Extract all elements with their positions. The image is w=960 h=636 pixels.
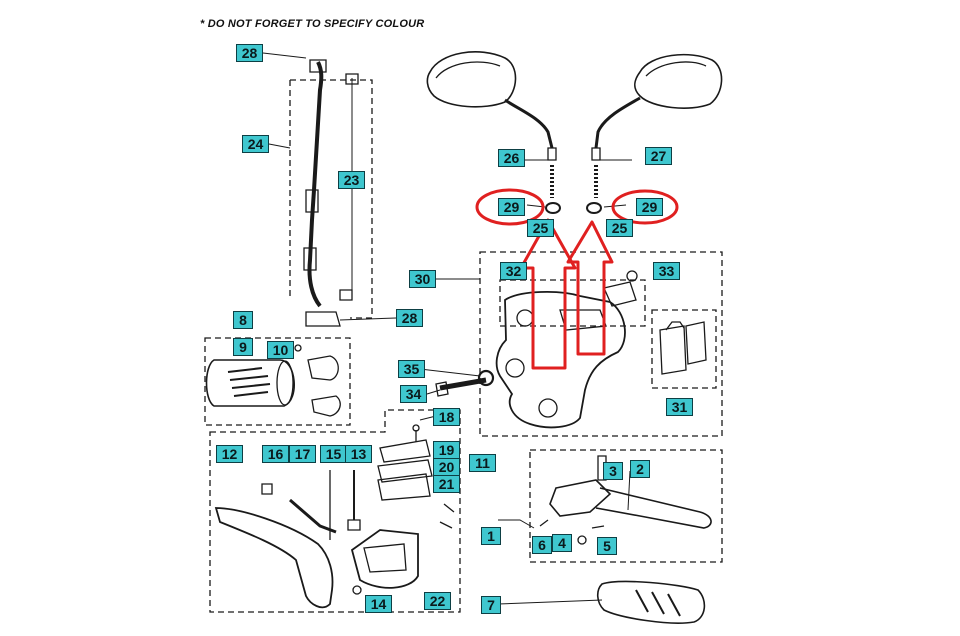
box-grip <box>204 337 351 426</box>
right-mirror <box>591 53 723 198</box>
dashed-boxes <box>204 79 723 613</box>
part-label-30: 30 <box>409 270 436 288</box>
part-label-20: 20 <box>433 458 460 476</box>
brake-lever-front <box>214 470 337 609</box>
part-label-24: 24 <box>242 135 269 153</box>
box-lever-left <box>529 449 723 563</box>
part-label-29: 29 <box>498 198 525 216</box>
part-label-18: 18 <box>433 408 460 426</box>
part-label-15: 15 <box>320 445 347 463</box>
part-label-22: 22 <box>424 592 451 610</box>
part-label-8: 8 <box>233 311 253 329</box>
part-label-27: 27 <box>645 147 672 165</box>
part-label-23: 23 <box>338 171 365 189</box>
brake-hose <box>303 59 359 327</box>
part-label-16: 16 <box>262 445 289 463</box>
part-label-19: 19 <box>433 441 460 459</box>
part-label-1: 1 <box>481 527 501 545</box>
part-label-5: 5 <box>597 537 617 555</box>
box-caliper <box>479 251 723 437</box>
part-label-33: 33 <box>653 262 680 280</box>
part-label-7: 7 <box>481 596 501 614</box>
box-pads <box>651 309 717 389</box>
master-cylinder <box>347 424 455 595</box>
part-label-12: 12 <box>216 445 243 463</box>
box-master <box>209 409 461 613</box>
box-brake-hose <box>289 79 373 319</box>
part-label-17: 17 <box>289 445 316 463</box>
highlight-oval-left <box>475 188 545 226</box>
part-label-9: 9 <box>233 338 253 356</box>
caliper-bolt <box>435 369 495 397</box>
throttle-grip <box>596 580 706 624</box>
part-label-11: 11 <box>469 454 496 472</box>
part-label-28: 28 <box>396 309 423 327</box>
part-label-4: 4 <box>552 534 572 552</box>
part-label-29: 29 <box>636 198 663 216</box>
part-label-28: 28 <box>236 44 263 62</box>
part-label-32: 32 <box>500 262 527 280</box>
part-label-26: 26 <box>498 149 525 167</box>
part-label-34: 34 <box>400 385 427 403</box>
part-label-3: 3 <box>603 462 623 480</box>
highlight-oval-right <box>611 189 679 225</box>
part-label-21: 21 <box>433 475 460 493</box>
part-label-14: 14 <box>365 595 392 613</box>
left-mirror <box>426 51 557 198</box>
part-label-25: 25 <box>527 219 554 237</box>
part-label-25: 25 <box>606 219 633 237</box>
part-label-2: 2 <box>630 460 650 478</box>
part-label-10: 10 <box>267 341 294 359</box>
brake-lever-rear <box>539 455 712 545</box>
colour-note: * DO NOT FORGET TO SPECIFY COLOUR <box>200 18 425 30</box>
brake-caliper <box>495 270 638 429</box>
part-label-13: 13 <box>345 445 372 463</box>
grip-parts <box>205 344 341 417</box>
part-label-6: 6 <box>532 536 552 554</box>
brake-pads <box>659 321 707 375</box>
highlight-arrow-right <box>566 220 614 356</box>
box-bracket <box>499 279 646 327</box>
part-label-35: 35 <box>398 360 425 378</box>
part-label-31: 31 <box>666 398 693 416</box>
